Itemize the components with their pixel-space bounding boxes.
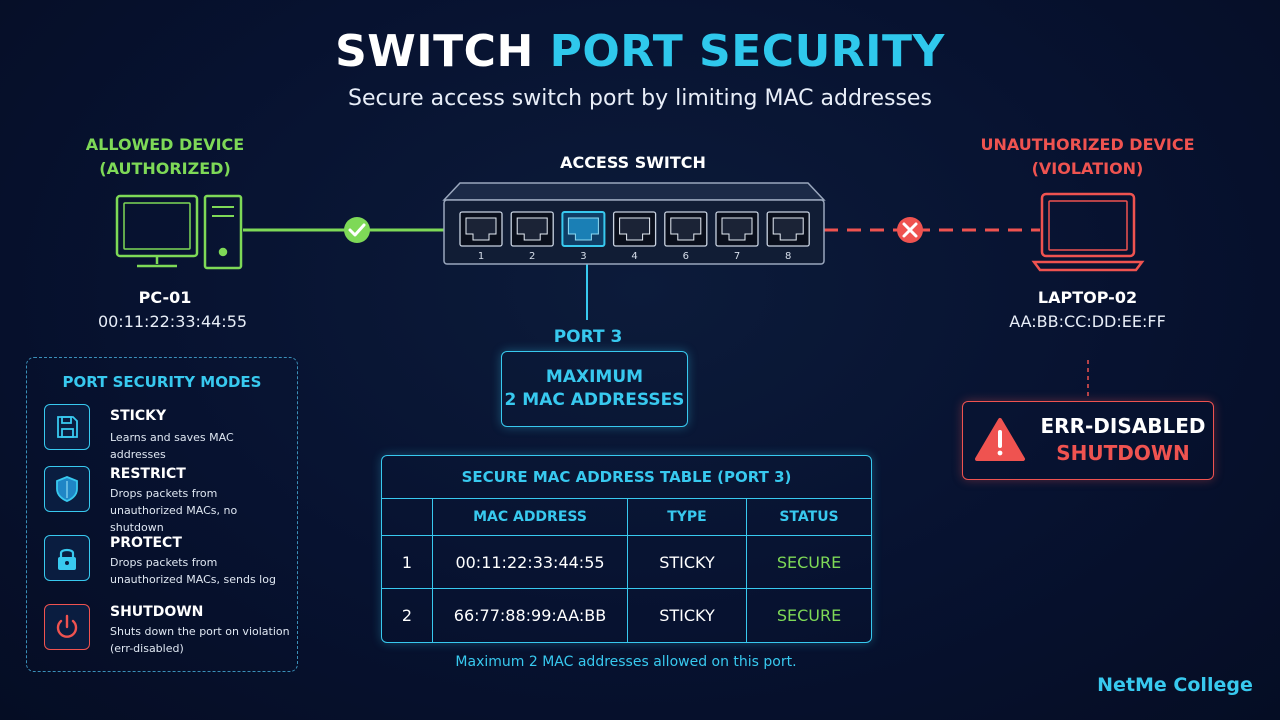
shutdown-label: SHUTDOWN [1056,441,1190,465]
err-disabled-box: ERR-DISABLED SHUTDOWN [962,401,1214,480]
switch-port-label: 2 [529,251,535,262]
port-label: PORT 3 [553,327,623,347]
unauthorized-device-mac: AA:BB:CC:DD:EE:FF [1009,312,1166,331]
switch-port-3: 3 [561,211,606,262]
warning-icon [975,418,1025,461]
switch-port-1: 1 [459,211,503,262]
unauthorized-device-sublabel: (VIOLATION) [1031,159,1144,178]
power-icon [44,604,90,650]
mode-sticky-desc: Learns and saves MAC addresses [110,431,234,461]
switch-port-label: 7 [734,251,740,262]
switch-port-label: 6 [683,251,689,262]
allowed-device-sublabel: (AUTHORIZED) [99,159,231,178]
secure-mac-table: SECURE MAC ADDRESS TABLE (PORT 3) MAC AD… [381,455,872,643]
port-security-modes-panel [26,357,298,672]
desktop-pc-icon [115,194,243,270]
mac-limit-note: Maximum 2 MAC addresses allowed on this … [455,654,797,670]
switch-label: ACCESS SWITCH [560,153,706,172]
mac-table-header-type: TYPE [628,499,747,536]
title-part-2: PORT SECURITY [549,26,945,77]
switch-port-label: 3 [580,251,586,262]
mac-table-row-1-mac: 00:11:22:33:44:55 [433,536,628,589]
check-icon [344,217,370,243]
mac-table-header-index [382,499,433,536]
mac-table-row-2-index: 2 [382,589,433,642]
err-disabled-label: ERR-DISABLED [1040,414,1206,438]
switch-port-6: 6 [664,211,708,262]
allowed-device-mac: 00:11:22:33:44:55 [97,312,248,331]
mac-table-row-1-status: SECURE [747,536,871,589]
save-icon [44,404,90,450]
mac-table-row-2-status: SECURE [776,606,842,625]
switch-port-4: 4 [612,211,657,262]
title-part-1: SWITCH [335,26,534,77]
mac-table-row-1-index: 1 [382,536,433,589]
switch-port-label: 8 [785,251,791,262]
modes-title: PORT SECURITY MODES [62,373,262,391]
mode-shutdown-name: SHUTDOWN [110,604,204,620]
mode-restrict-name: RESTRICT [110,466,186,482]
switch-ports: 1 2 3 4 6 7 8 [459,211,810,262]
allowed-device-name: PC-01 [138,288,192,307]
mac-table-header-status: STATUS [747,499,871,536]
port-max-box: MAXIMUM 2 MAC ADDRESSES [501,351,688,427]
unauthorized-device-label: UNAUTHORIZED DEVICE [980,135,1195,154]
switch-port-label: 1 [478,251,484,262]
cross-icon [897,217,923,243]
mac-table-title: SECURE MAC ADDRESS TABLE (PORT 3) [382,456,871,499]
page-title: SWITCH PORT SECURITY [0,26,1280,77]
mac-table-row-2-type: STICKY [628,589,747,642]
shield-icon [44,466,90,512]
brand-logo: NetMe College [1097,674,1253,696]
laptop-icon [1031,192,1145,272]
unauthorized-device-name: LAPTOP-02 [1037,288,1138,307]
port-max-line2: 2 MAC ADDRESSES [504,390,685,410]
mac-table-header-mac: MAC ADDRESS [433,499,628,536]
mac-table-row-1-type: STICKY [628,536,747,589]
mode-shutdown-desc: Shuts down the port on violation (err-di… [110,625,290,655]
page-subtitle: Secure access switch port by limiting MA… [348,86,932,111]
switch-port-8: 8 [766,211,810,262]
lock-icon [44,535,90,581]
mode-restrict-desc: Drops packets from unauthorized MACs, no… [110,487,238,534]
mac-table-row-2-mac: 66:77:88:99:AA:BB [433,589,628,642]
allowed-device-label: ALLOWED DEVICE [85,135,245,154]
switch-port-2: 2 [510,211,554,262]
mode-protect-desc: Drops packets from unauthorized MACs, se… [110,556,276,586]
port-max-line1: MAXIMUM [545,367,644,387]
mode-protect-name: PROTECT [110,535,182,551]
mode-sticky-name: STICKY [110,408,167,424]
switch-port-label: 4 [631,251,637,262]
switch-port-7: 7 [715,211,759,262]
